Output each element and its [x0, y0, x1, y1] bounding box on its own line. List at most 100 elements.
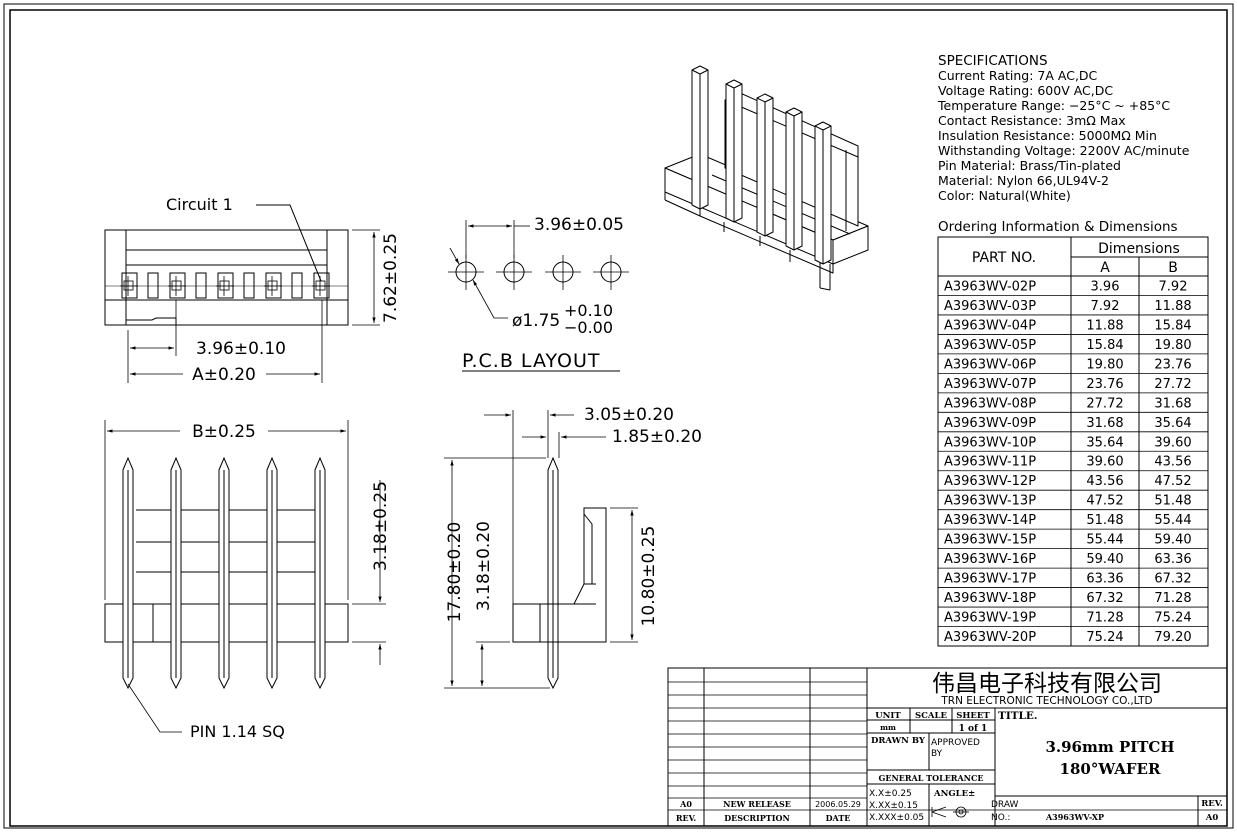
cell-part: A3963WV-17P	[944, 572, 1036, 587]
company-cn: 伟昌电子科技有限公司	[932, 671, 1162, 697]
inner-frame	[9, 9, 1228, 827]
general-tolerance: GENERAL TOLERANCE	[879, 773, 984, 783]
cell-b: 47.52	[1154, 474, 1191, 489]
hdr-date: DATE	[826, 813, 851, 823]
cell-a: 47.52	[1086, 494, 1123, 509]
specifications: SPECIFICATIONS Current Rating: 7A AC,DCV…	[937, 53, 1190, 203]
spec-line: Insulation Resistance: 5000MΩ Min	[938, 128, 1157, 143]
cell-b: 59.40	[1154, 533, 1191, 548]
side-dim-185: 1.85±0.20	[612, 427, 702, 447]
cell-part: A3963WV-16P	[944, 552, 1036, 567]
col-part-no: PART NO.	[972, 250, 1036, 266]
angle-label: ANGLE±	[933, 789, 975, 799]
tol-1: X.X±0.25	[869, 789, 912, 799]
cell-b: 27.72	[1154, 377, 1191, 392]
cell-b: 63.36	[1154, 552, 1191, 567]
hdr-rev: REV.	[676, 813, 697, 823]
approved-2: BY	[931, 749, 943, 759]
no-label: NO.:	[991, 813, 1010, 823]
cell-b: 51.48	[1154, 494, 1191, 509]
cell-a: 67.32	[1086, 591, 1123, 606]
spec-line: Voltage Rating: 600V AC,DC	[938, 83, 1113, 98]
draw-no: A3963WV-XP	[1045, 812, 1104, 822]
spec-heading: SPECIFICATIONS	[938, 53, 1048, 69]
col-a: A	[1100, 260, 1110, 276]
cell-b: 43.56	[1154, 455, 1191, 470]
side-dim-1080: 10.80±0.25	[639, 526, 659, 627]
table-row: A3963WV-12P 43.56 47.52	[944, 474, 1192, 489]
cell-part: A3963WV-19P	[944, 611, 1036, 626]
cell-part: A3963WV-03P	[944, 299, 1036, 314]
outer-frame	[3, 3, 1234, 829]
side-view	[444, 410, 638, 690]
cell-a: 31.68	[1086, 416, 1123, 431]
pcb-layout	[448, 220, 629, 372]
spec-line: Pin Material: Brass/Tin-plated	[938, 158, 1121, 173]
table-row: A3963WV-13P 47.52 51.48	[944, 494, 1192, 509]
spec-line: Withstanding Voltage: 2200V AC/minute	[938, 143, 1190, 158]
table-row: A3963WV-16P 59.40 63.36	[944, 552, 1192, 567]
cell-a: 71.28	[1086, 611, 1123, 626]
cell-b: 35.64	[1154, 416, 1191, 431]
cell-a: 43.56	[1086, 474, 1123, 489]
cell-part: A3963WV-04P	[944, 318, 1036, 333]
cell-a: 3.96	[1091, 279, 1120, 294]
cell-part: A3963WV-10P	[944, 435, 1036, 450]
table-row: A3963WV-19P 71.28 75.24	[944, 611, 1192, 626]
cell-b: 39.60	[1154, 435, 1191, 450]
pcb-hole-tol-plus: +0.10	[564, 301, 613, 320]
tol-2: X.XX±0.15	[869, 801, 918, 811]
pcb-hole-tol-minus: −0.00	[564, 318, 613, 337]
rev-row-date: 2006.05.29	[815, 800, 861, 809]
spec-line: Temperature Range: −25°C ~ +85°C	[937, 98, 1170, 113]
front-pitch-dim: 3.96±0.10	[196, 339, 286, 359]
sheet-value: 1 of 1	[959, 724, 988, 734]
cell-a: 59.40	[1086, 552, 1123, 567]
cell-part: A3963WV-13P	[944, 494, 1036, 509]
title-line-1: 3.96mm PITCH	[1045, 738, 1174, 756]
cell-part: A3963WV-06P	[944, 357, 1036, 372]
cell-a: 35.64	[1086, 435, 1123, 450]
pcb-layout-title: P.C.B LAYOUT	[462, 350, 601, 372]
iso-pins	[691, 65, 832, 265]
side-dim-305: 3.05±0.20	[584, 405, 674, 425]
cell-a: 55.44	[1086, 533, 1123, 548]
cell-part: A3963WV-12P	[944, 474, 1036, 489]
cell-part: A3963WV-18P	[944, 591, 1036, 606]
isometric-view	[664, 65, 869, 291]
cell-a: 11.88	[1086, 318, 1123, 333]
sheet-label: SHEET	[956, 711, 990, 721]
cell-a: 63.36	[1086, 572, 1123, 587]
front-pin-windows	[121, 272, 330, 299]
company-en: TRN ELECTRONIC TECHNOLOGY CO.,LTD	[940, 695, 1152, 707]
spec-line: Color: Natural(White)	[938, 188, 1071, 203]
rev-row-rev: A0	[679, 799, 692, 809]
spec-line: Current Rating: 7A AC,DC	[938, 68, 1098, 83]
circuit-leader	[256, 204, 322, 282]
cell-a: 19.80	[1086, 357, 1123, 372]
pcb-holes	[448, 255, 629, 290]
cell-part: A3963WV-20P	[944, 630, 1036, 645]
cell-a: 27.72	[1086, 396, 1123, 411]
cell-b: 11.88	[1154, 299, 1191, 314]
front-height-dim: 7.62±0.25	[381, 233, 401, 323]
cell-a: 15.84	[1086, 338, 1123, 353]
front-view	[104, 204, 380, 383]
cell-a: 51.48	[1086, 513, 1123, 528]
pcb-hole-dim: ø1.75	[512, 311, 560, 331]
cell-b: 75.24	[1154, 611, 1191, 626]
drawn-by: DRAWN BY	[871, 736, 926, 746]
